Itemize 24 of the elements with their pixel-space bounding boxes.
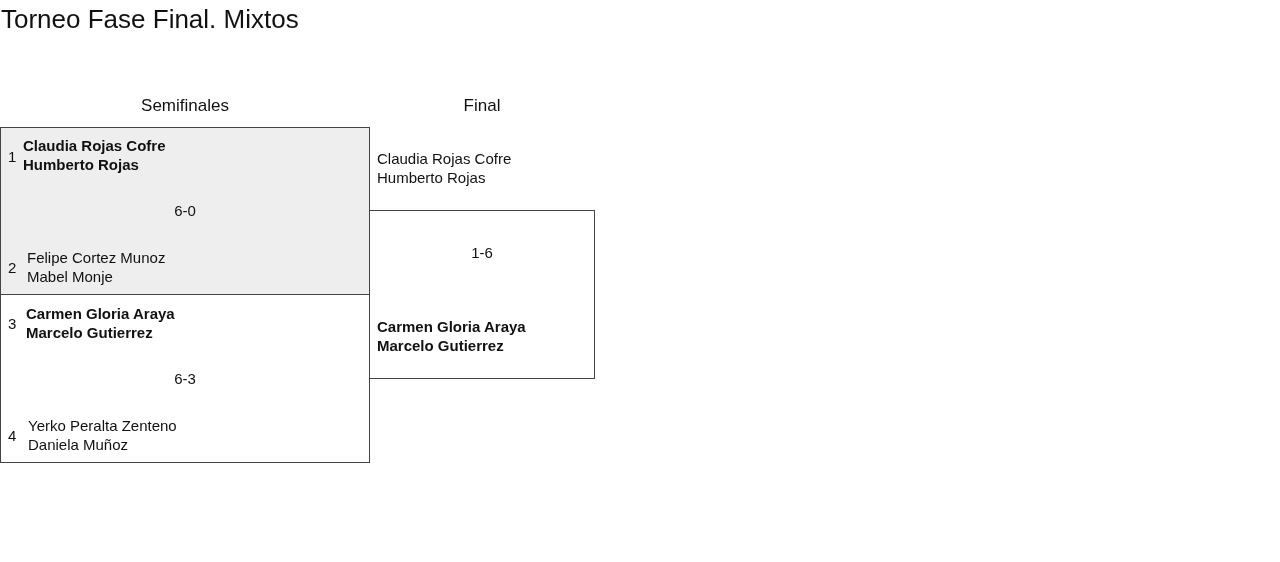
column-heading: Semifinales [141,96,229,116]
seed-number: 4 [8,426,17,445]
player-name: Marcelo Gutierrez [26,323,153,342]
player-name: Mabel Monje [27,267,113,286]
player-name: Humberto Rojas [23,155,139,174]
player-name: Felipe Cortez Munoz [27,248,166,267]
player-name: Claudia Rojas Cofre [377,149,512,168]
seed-number: 3 [8,314,17,333]
player-name: Yerko Peralta Zenteno [28,416,177,435]
match-box [0,294,370,463]
column-heading: Final [463,96,501,116]
title: Torneo Fase Final. Mixtos [1,3,299,35]
player-name: Humberto Rojas [377,168,486,187]
match-score: 6-0 [174,201,196,220]
player-name: Marcelo Gutierrez [377,336,504,355]
match-score: 6-3 [174,369,196,388]
player-name: Daniela Muñoz [28,435,129,454]
match-score: 1-6 [471,243,493,262]
player-name: Claudia Rojas Cofre [23,136,166,155]
seed-number: 1 [8,147,17,166]
match-box [0,127,370,295]
player-name: Carmen Gloria Araya [26,304,175,323]
seed-number: 2 [8,258,17,277]
player-name: Carmen Gloria Araya [377,317,526,336]
